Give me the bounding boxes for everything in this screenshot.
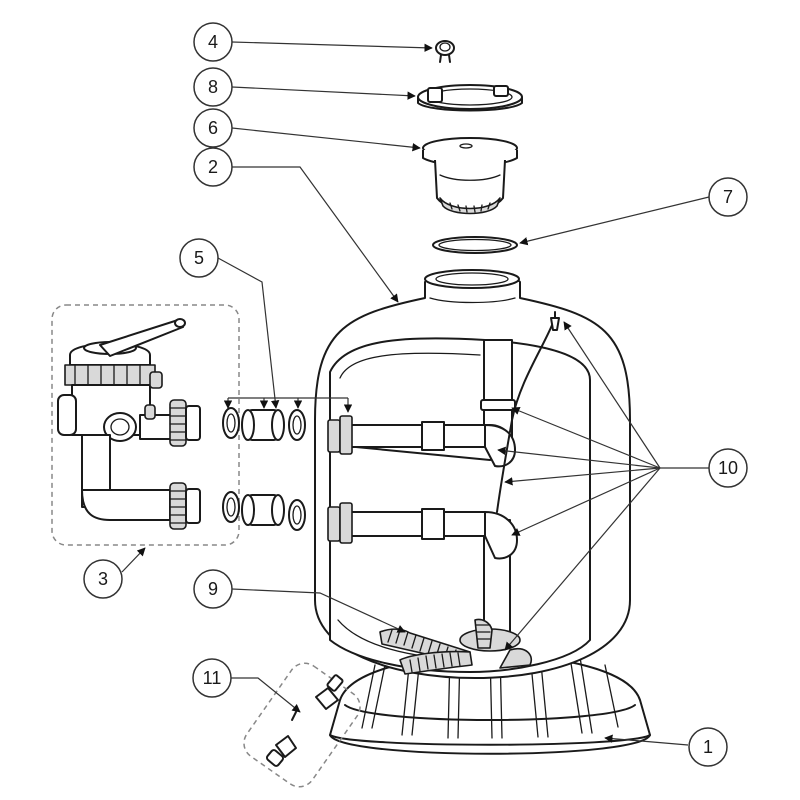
callout-2-label: 2 (208, 157, 218, 177)
connector-fittings (222, 397, 353, 531)
o-ring (432, 236, 518, 254)
multiport-valve-assembly (51, 304, 240, 546)
callout-11: 11 (192, 658, 232, 698)
callout-6-label: 6 (208, 118, 218, 138)
callout-3-label: 3 (98, 569, 108, 589)
callout-10-label: 10 (718, 458, 738, 478)
callout-9: 9 (193, 569, 233, 609)
callout-6: 6 (193, 108, 233, 148)
callout-3: 3 (83, 559, 123, 599)
callout-11-label: 11 (203, 668, 222, 688)
callout-7: 7 (708, 177, 748, 217)
drain-plug-kit (243, 662, 361, 788)
callout-7-label: 7 (723, 187, 733, 207)
base-stand (329, 651, 651, 755)
callout-10: 10 (708, 448, 748, 488)
air-release-tube (496, 311, 560, 513)
callout-9-label: 9 (208, 579, 218, 599)
leader-lines (121, 41, 710, 746)
callout-1-label: 1 (703, 737, 713, 757)
callout-4-label: 4 (208, 32, 218, 52)
callout-1: 1 (688, 727, 728, 767)
callout-4: 4 (193, 22, 233, 62)
internal-pipework (327, 339, 518, 646)
vent-cap (435, 40, 455, 63)
callout-5: 5 (179, 238, 219, 278)
tank-body (314, 269, 631, 679)
callout-2: 2 (193, 147, 233, 187)
lid-strainer (422, 137, 518, 215)
callout-8: 8 (193, 67, 233, 107)
clamp-ring (417, 84, 523, 112)
callout-8-label: 8 (208, 77, 218, 97)
callout-5-label: 5 (194, 248, 204, 268)
